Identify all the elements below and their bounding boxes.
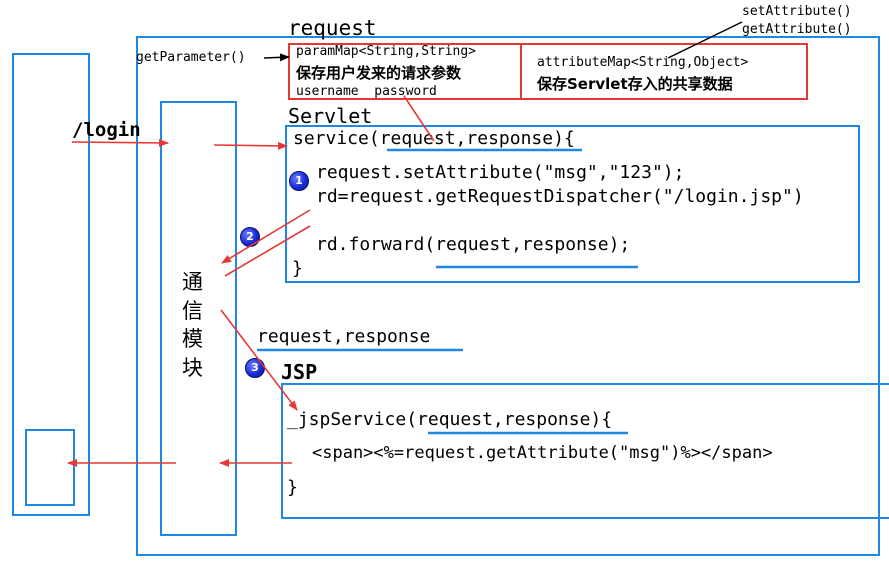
browser-page-box	[25, 429, 75, 506]
comm-to-servlet-arrow	[213, 141, 288, 150]
jsp-title: JSP	[281, 360, 318, 384]
attribute-map-label: attributeMap<String,Object>	[537, 55, 749, 70]
comm-module-box	[160, 101, 237, 536]
jsp-code-line-1: _jspService(request,response){	[287, 409, 613, 430]
browser-box	[12, 53, 90, 516]
server-box	[136, 36, 880, 556]
servlet-code-line-1: service(request,response){	[293, 128, 575, 149]
attribute-accessor-pointer	[667, 21, 743, 59]
login-request-arrow	[71, 138, 169, 147]
attribute-map-box	[520, 43, 808, 100]
jsp-code-line-3: }	[287, 477, 298, 498]
get-parameter-label: getParameter()	[136, 50, 246, 65]
step-marker-1: 1	[289, 171, 309, 191]
servlet-code-line-2: request.setAttribute("msg","123");	[316, 162, 685, 183]
servlet-code-line-4: rd.forward(request,response);	[316, 234, 631, 255]
servlet-title: Servlet	[288, 104, 373, 128]
attribute-map-description: 保存Servlet存入的共享数据	[537, 75, 733, 93]
comm-module-char-1: 通	[182, 270, 203, 294]
param-fields-label: username password	[296, 84, 437, 99]
servlet-box	[285, 125, 860, 283]
comm-module-char-4: 块	[182, 356, 203, 380]
param-map-label: paramMap<String,String>	[296, 44, 477, 59]
servlet-code-line-3: rd=request.getRequestDispatcher("/login.…	[316, 186, 804, 207]
to-jsp-arrow	[220, 309, 298, 411]
comm-module-char-2: 信	[182, 299, 203, 323]
forward-arrow-a	[221, 209, 311, 264]
set-attribute-label: setAttribute()	[742, 4, 852, 19]
param-map-description: 保存用户发来的请求参数	[296, 64, 462, 82]
forward-arrow-b	[224, 225, 311, 277]
jsp-code-line-2: <span><%=request.getAttribute("msg")%></…	[312, 443, 773, 463]
get-attribute-label: getAttribute()	[742, 22, 852, 37]
req-resp-label: request,response	[257, 326, 431, 347]
jsp-box	[281, 383, 889, 519]
param-to-service-pointer	[403, 95, 435, 142]
request-title: request	[288, 16, 377, 40]
get-parameter-pointer	[263, 53, 290, 62]
comm-module-char-3: 模	[182, 327, 203, 351]
servlet-code-line-5: }	[292, 258, 303, 279]
login-path-label: /login	[72, 119, 141, 141]
step-marker-2: 2	[240, 227, 260, 247]
